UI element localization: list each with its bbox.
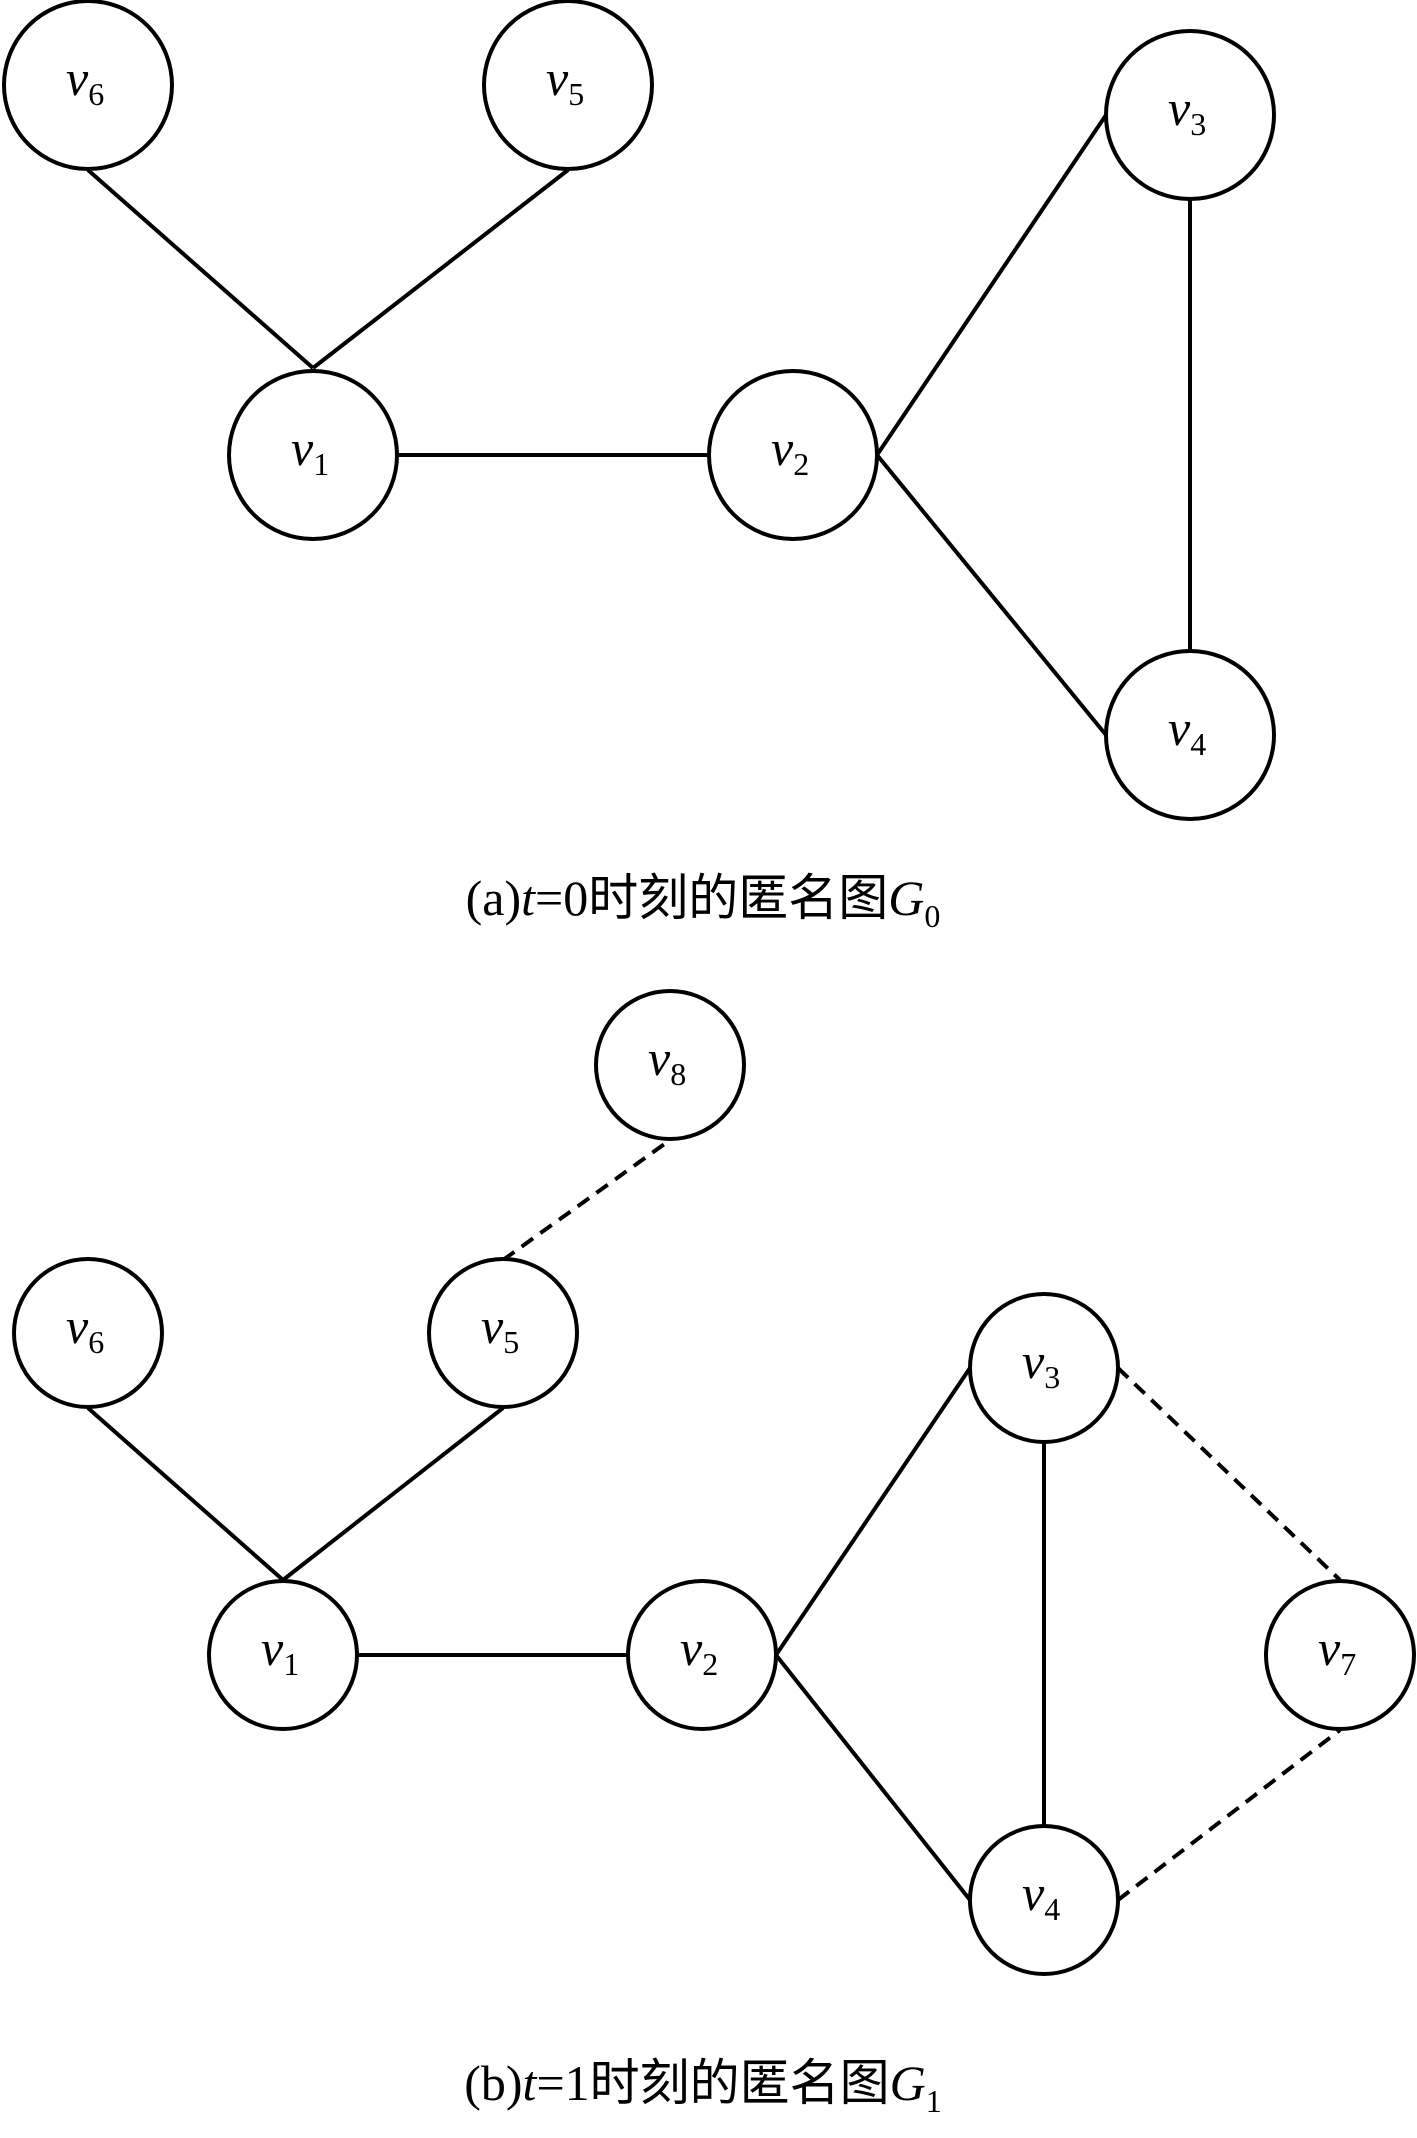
edge-b-v2-v3 (774, 1366, 972, 1657)
node-label: v4 (1168, 700, 1206, 762)
node-label-main: v (481, 1298, 504, 1354)
node-label-sub: 1 (313, 446, 329, 482)
node-circle (626, 1579, 778, 1731)
node-circle (207, 1579, 359, 1731)
node-a-v1: v1 (227, 369, 399, 541)
node-label: v5 (481, 1298, 519, 1360)
node-label-sub: 5 (503, 1324, 519, 1360)
node-b-v5: v5 (427, 1257, 579, 1409)
node-label-main: v (1022, 1333, 1045, 1389)
node-label-sub: 4 (1190, 726, 1206, 762)
edge-a-v6-v1 (86, 168, 315, 370)
caption-a: (a)t=0时刻的匿名图G0 (466, 870, 941, 934)
node-label-main: v (1022, 1865, 1045, 1921)
node-label-sub: 3 (1044, 1359, 1060, 1395)
node-b-v3: v3 (968, 1292, 1120, 1444)
caption-b: (b)t=1时刻的匿名图G1 (464, 2055, 942, 2119)
node-label-main: v (261, 1620, 284, 1676)
node-circle (707, 369, 879, 541)
edges-b (86, 1138, 1342, 1902)
node-label-sub: 1 (283, 1646, 299, 1682)
node-label: v1 (291, 420, 329, 482)
node-label: v8 (648, 1030, 686, 1092)
edge-b-v5-v8 (501, 1138, 672, 1262)
node-label-main: v (1168, 80, 1191, 136)
node-b-v7: v7 (1264, 1579, 1416, 1731)
node-circle (2, 0, 174, 171)
node-b-v1: v1 (207, 1579, 359, 1731)
node-label-main: v (680, 1620, 703, 1676)
edge-a-v2-v3 (875, 113, 1108, 457)
edges-a (86, 113, 1192, 737)
node-label-sub: 5 (568, 76, 584, 112)
edge-b-v4-v7 (1116, 1728, 1342, 1902)
node-label-sub: 6 (88, 1324, 104, 1360)
edge-a-v5-v1 (311, 168, 570, 370)
node-label: v1 (261, 1620, 299, 1682)
node-label-main: v (771, 420, 794, 476)
node-a-v2: v2 (707, 369, 879, 541)
node-label: v2 (680, 1620, 718, 1682)
edge-b-v5-v1 (281, 1406, 505, 1582)
node-circle (1264, 1579, 1416, 1731)
node-b-v8: v8 (594, 989, 746, 1141)
edge-b-v3-v7 (1116, 1366, 1342, 1582)
node-label: v3 (1168, 80, 1206, 142)
node-a-v4: v4 (1104, 649, 1276, 821)
node-label-sub: 2 (702, 1646, 718, 1682)
node-label-main: v (66, 50, 89, 106)
node-label-sub: 8 (670, 1056, 686, 1092)
node-a-v3: v3 (1104, 29, 1276, 201)
node-circle (1104, 29, 1276, 201)
node-circle (968, 1824, 1120, 1976)
node-a-v5: v5 (482, 0, 654, 171)
node-label-sub: 4 (1044, 1891, 1060, 1927)
node-label: v4 (1022, 1865, 1060, 1927)
node-circle (594, 989, 746, 1141)
edge-b-v2-v4 (774, 1653, 972, 1902)
node-label: v5 (546, 50, 584, 112)
node-label: v2 (771, 420, 809, 482)
node-circle (968, 1292, 1120, 1444)
node-circle (427, 1257, 579, 1409)
node-label: v7 (1318, 1620, 1356, 1682)
node-circle (1104, 649, 1276, 821)
node-circle (227, 369, 399, 541)
node-label-main: v (1318, 1620, 1341, 1676)
node-b-v2: v2 (626, 1579, 778, 1731)
node-label-main: v (1168, 700, 1191, 756)
node-circle (12, 1257, 164, 1409)
node-label: v3 (1022, 1333, 1060, 1395)
node-b-v6: v6 (12, 1257, 164, 1409)
node-b-v4: v4 (968, 1824, 1120, 1976)
edge-a-v2-v4 (875, 453, 1108, 737)
node-label-sub: 6 (88, 76, 104, 112)
edge-b-v6-v1 (86, 1406, 285, 1582)
node-label-main: v (546, 50, 569, 106)
node-label-main: v (648, 1030, 671, 1086)
node-label: v6 (66, 1298, 104, 1360)
node-label-sub: 2 (793, 446, 809, 482)
node-label: v6 (66, 50, 104, 112)
node-label-main: v (66, 1298, 89, 1354)
node-label-sub: 7 (1340, 1646, 1356, 1682)
node-label-sub: 3 (1190, 106, 1206, 142)
node-a-v6: v6 (2, 0, 174, 171)
node-circle (482, 0, 654, 171)
node-label-main: v (291, 420, 314, 476)
